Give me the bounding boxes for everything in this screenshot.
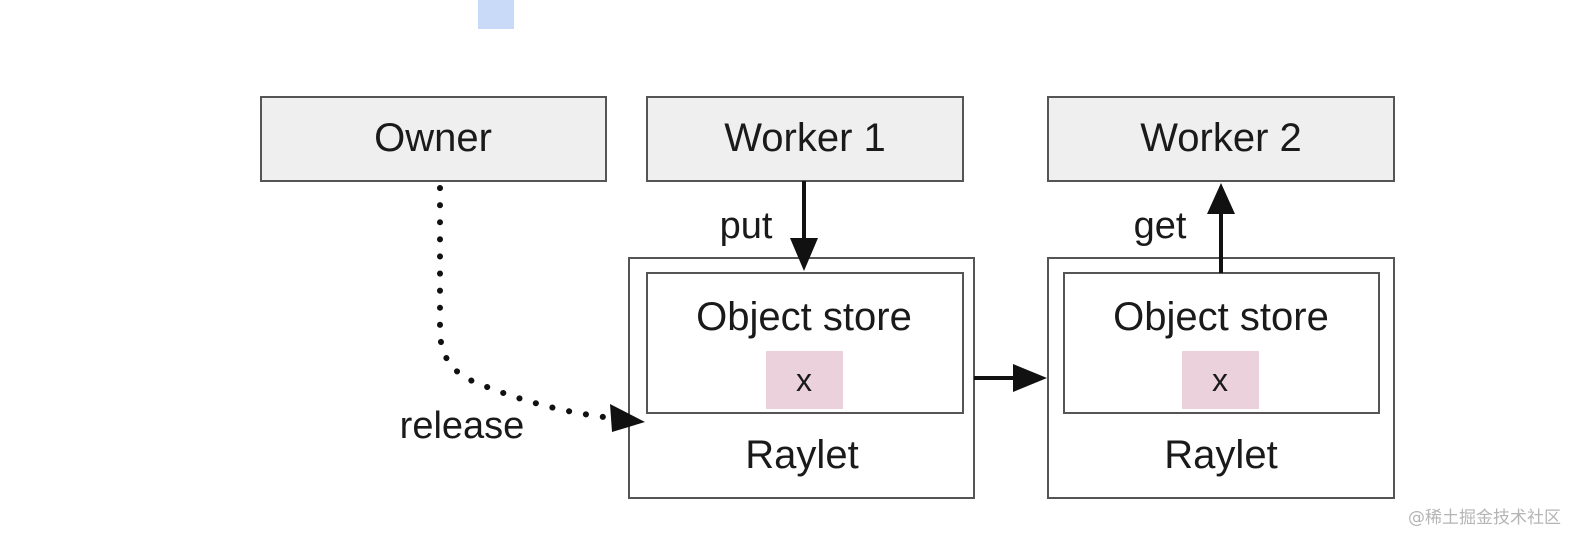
raylet1-object-x [766, 351, 843, 409]
get-arrow [1207, 183, 1235, 273]
worker1-node: Worker 1 [646, 96, 964, 182]
watermark: @稀土掘金技术社区 [1408, 508, 1561, 528]
owner-node: Owner [260, 96, 607, 182]
worker2-node: Worker 2 [1047, 96, 1395, 182]
raylet2-object-x [1182, 351, 1259, 409]
put-label: put [720, 205, 773, 247]
raylet2-object-label: x [1212, 362, 1228, 398]
put-arrow [790, 181, 818, 271]
get-label: get [1134, 205, 1187, 247]
raylet1-label: Raylet [745, 433, 858, 477]
owner-label: Owner [374, 116, 492, 160]
release-label: release [400, 405, 525, 447]
raylet2-store-label: Object store [1113, 295, 1329, 339]
raylet1-object-label: x [796, 362, 812, 398]
transfer-arrow [974, 364, 1047, 392]
worker1-label: Worker 1 [724, 116, 886, 160]
release-arrow [437, 185, 645, 432]
raylet2-label: Raylet [1164, 433, 1277, 477]
worker2-label: Worker 2 [1140, 116, 1302, 160]
raylet1-node: Object store x Raylet [628, 257, 975, 499]
decorative-square [478, 0, 514, 29]
raylet2-node: Object store x Raylet [1047, 257, 1395, 499]
raylet1-store-label: Object store [696, 295, 912, 339]
